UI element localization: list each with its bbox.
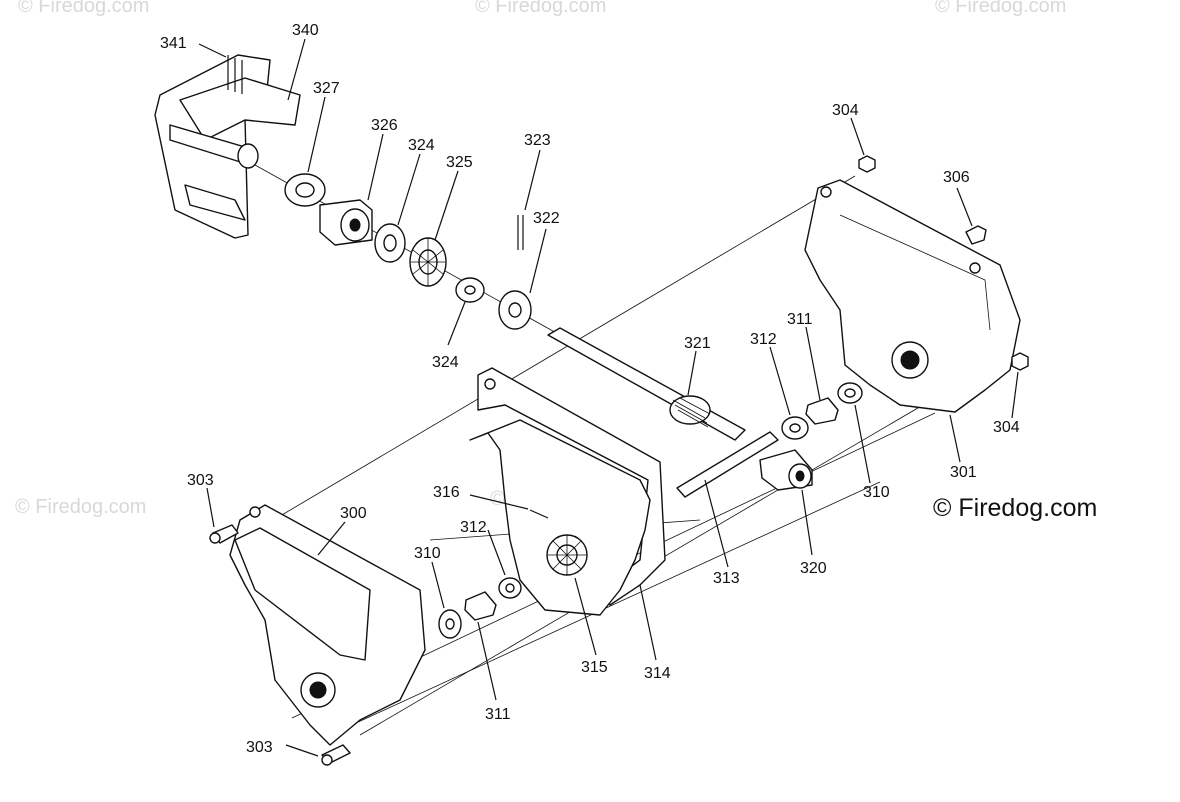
watermark-mid-left: © Firedog.com <box>15 496 146 518</box>
callout-316: 316 <box>433 484 460 501</box>
callout-340: 340 <box>292 22 319 39</box>
watermark-top-right: © Firedog.com <box>935 0 1066 17</box>
watermark-top-left: © Firedog.com <box>18 0 149 17</box>
impeller-assembly <box>154 54 301 239</box>
callout-324-upper: 324 <box>408 137 435 154</box>
right-small-parts <box>781 382 863 440</box>
callout-323: 323 <box>524 132 551 149</box>
callout-325: 325 <box>446 154 473 171</box>
callout-311-right: 311 <box>787 311 813 328</box>
watermark-top-center: © Firedog.com <box>475 0 606 17</box>
callout-304-lower: 304 <box>993 419 1020 436</box>
callout-321: 321 <box>684 335 711 352</box>
plate-gear-315 <box>469 419 651 616</box>
callout-310-left: 310 <box>414 545 441 562</box>
collar-322 <box>498 215 532 330</box>
bushing-320 <box>759 449 813 491</box>
callout-322: 322 <box>533 210 560 227</box>
callout-324-lower: 324 <box>432 354 459 371</box>
callout-301: 301 <box>950 464 977 481</box>
callout-320: 320 <box>800 560 827 577</box>
bearing-326 <box>319 199 373 246</box>
callout-311-left: 311 <box>485 706 511 723</box>
callout-341: 341 <box>160 35 187 52</box>
thrust-bearing-325 <box>409 237 447 287</box>
callout-327: 327 <box>313 80 340 97</box>
callout-312-left: 312 <box>460 519 487 536</box>
hardware-right <box>858 155 1029 371</box>
callout-306: 306 <box>943 169 970 186</box>
worm-shaft-321 <box>547 327 746 441</box>
washer-324-lower <box>455 277 485 303</box>
callout-312-right: 312 <box>750 331 777 348</box>
leader-lines <box>198 38 1019 757</box>
washer-324-upper <box>374 223 406 263</box>
callout-315: 315 <box>581 659 608 676</box>
callout-310-right: 310 <box>863 484 890 501</box>
callout-304-upper: 304 <box>832 102 859 119</box>
callout-303-upper: 303 <box>187 472 214 489</box>
callout-labels: 341 340 327 326 324 325 323 322 324 304 … <box>160 22 1020 756</box>
gear-housing-300 <box>229 504 426 746</box>
callout-326: 326 <box>371 117 398 134</box>
brand-notice: © Firedog.com <box>933 494 1097 522</box>
left-small-parts <box>438 577 522 639</box>
callout-313: 313 <box>713 570 740 587</box>
washer-327 <box>284 173 326 207</box>
shaft-313 <box>676 431 779 498</box>
callout-300: 300 <box>340 505 367 522</box>
bolts-303 <box>209 524 351 766</box>
gear-housing-301 <box>804 179 1021 413</box>
callout-303-lower: 303 <box>246 739 273 756</box>
callout-314: 314 <box>644 665 671 682</box>
